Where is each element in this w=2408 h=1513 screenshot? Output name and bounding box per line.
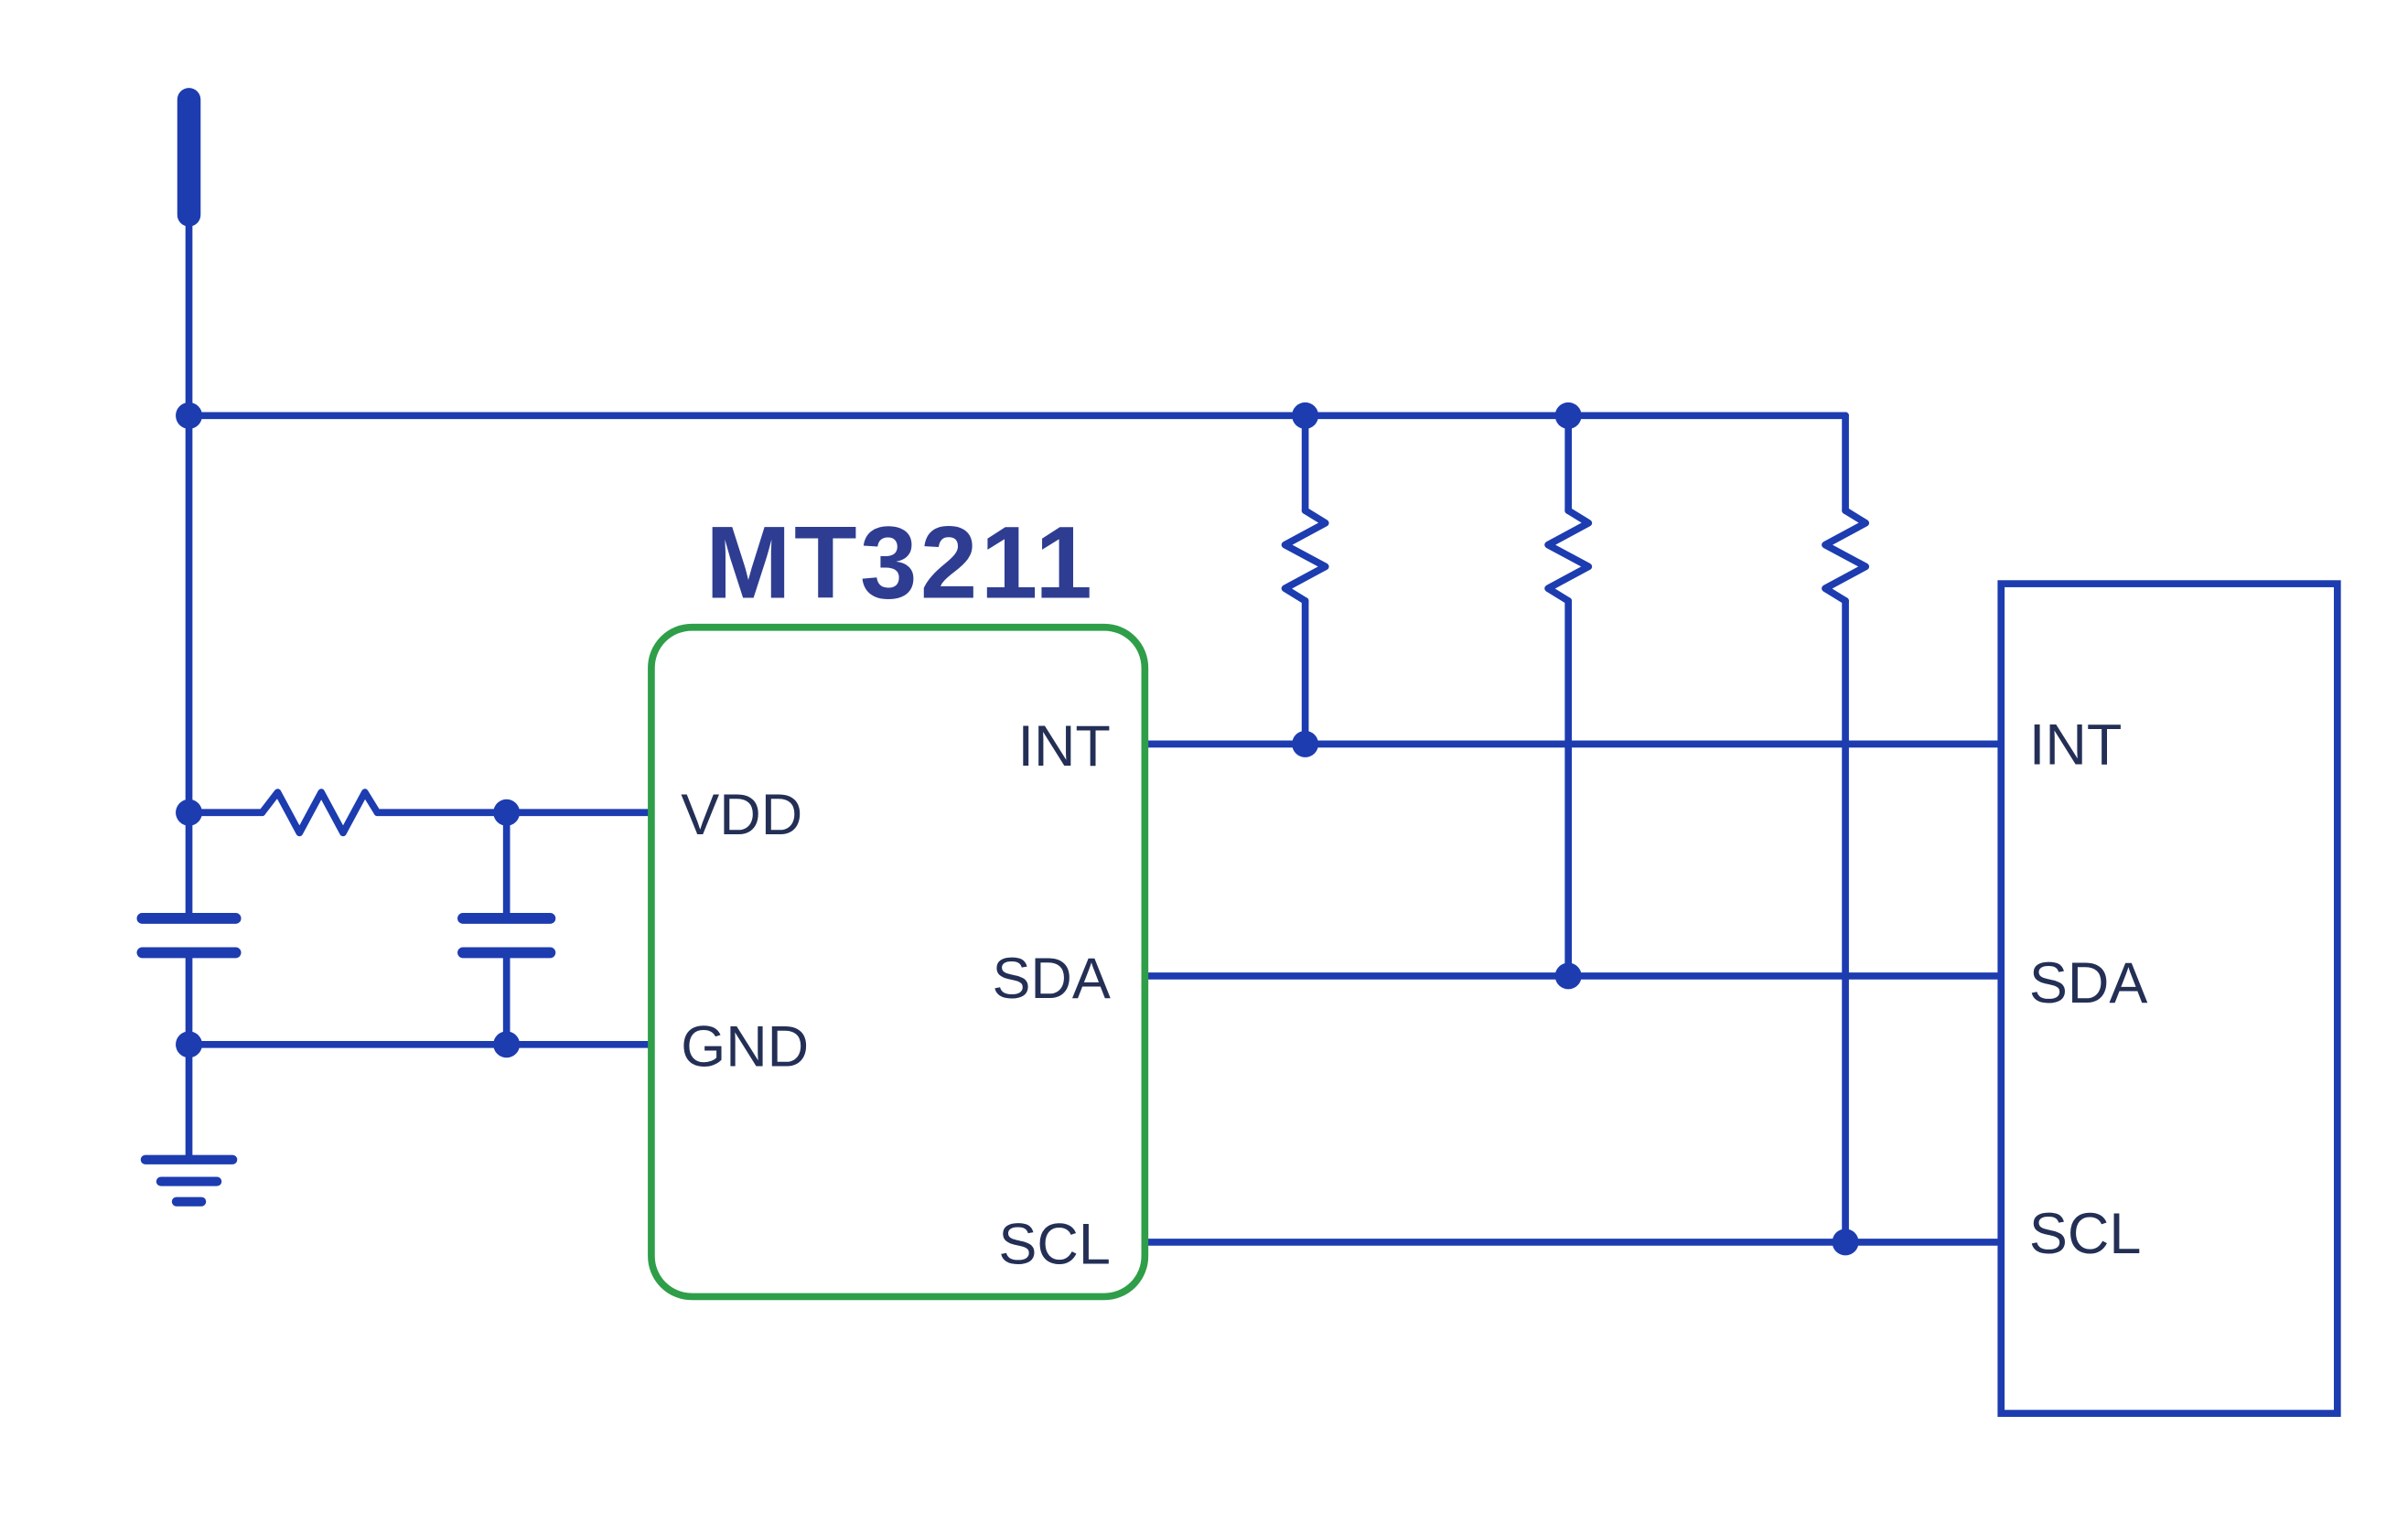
junction-dot — [1832, 1229, 1859, 1256]
chip-pin-label-scl: SCL — [998, 1213, 1110, 1277]
pullup-sda-resistor — [1544, 507, 1593, 605]
junction-dot — [176, 799, 202, 826]
pullup-scl-resistor — [1822, 507, 1870, 605]
junction-dots — [176, 402, 1859, 1256]
host-pin-label-scl: SCL — [2029, 1202, 2141, 1266]
junction-dot — [1292, 730, 1319, 757]
chip-pin-label-sda: SDA — [992, 947, 1110, 1011]
host-pin-label-int: INT — [2029, 714, 2122, 778]
chip-body — [648, 623, 1149, 1301]
host-pin-label-sda: SDA — [2029, 951, 2147, 1015]
junction-dot — [1554, 402, 1582, 429]
chip-pin-label-vdd: VDD — [681, 783, 802, 847]
chip-pin-label-int: INT — [1017, 714, 1110, 778]
pin-labels: VDD GND INT SDA SCL INT SDA SCL — [681, 714, 2147, 1277]
chip-pin-label-gnd: GND — [681, 1015, 809, 1079]
junction-dot — [176, 402, 202, 429]
vdd-series-resistor — [258, 789, 382, 837]
pullup-int-resistor — [1281, 507, 1329, 605]
junction-dot — [176, 1031, 202, 1058]
host-box — [1997, 580, 2341, 1417]
junction-dot — [493, 1031, 521, 1058]
chip-title: MT3211 — [705, 504, 1095, 619]
junction-dot — [493, 799, 521, 826]
junction-dot — [1554, 962, 1582, 990]
junction-dot — [1292, 402, 1319, 429]
